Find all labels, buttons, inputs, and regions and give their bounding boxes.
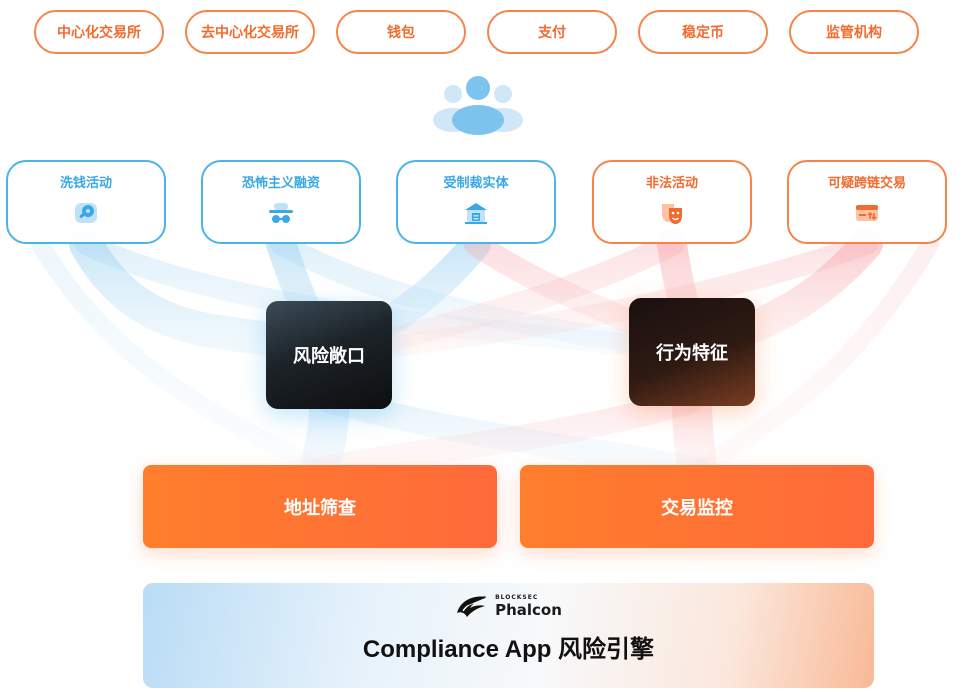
brand-sub-label: BLOCKSEC <box>495 593 539 601</box>
address-screening-bar[interactable]: 地址筛查 <box>143 465 497 548</box>
behavior-features-box[interactable]: 行为特征 <box>629 298 755 406</box>
user-group-icon <box>433 76 523 135</box>
risk-card-sanctioned-entity[interactable]: 受制裁实体 <box>396 160 556 244</box>
spy-icon <box>269 203 293 223</box>
risk-card-label: 可疑跨链交易 <box>827 176 906 191</box>
risk-exposure-box[interactable]: 风险敞口 <box>266 301 392 409</box>
risk-card-label: 恐怖主义融资 <box>241 176 320 191</box>
risk-engine-panel: BLOCKSEC Phalcon Compliance App 风险引擎 <box>143 583 874 688</box>
entity-pill-stablecoin[interactable]: 稳定币 <box>638 10 768 54</box>
engine-title: Compliance App 风险引擎 <box>362 636 655 663</box>
key-icon <box>75 203 97 223</box>
entity-pill-cex[interactable]: 中心化交易所 <box>34 10 164 54</box>
phalcon-logo-icon <box>457 596 488 617</box>
brand-name-label: Phalcon <box>495 600 562 619</box>
risk-exposure-label: 风险敞口 <box>293 346 365 367</box>
entity-pill-wallet[interactable]: 钱包 <box>336 10 466 54</box>
entity-pill-label: 稳定币 <box>682 25 724 41</box>
risk-card-money-laundering[interactable]: 洗钱活动 <box>6 160 166 244</box>
risk-card-label: 洗钱活动 <box>59 176 112 191</box>
transaction-monitoring-label: 交易监控 <box>661 497 733 519</box>
phalcon-brand: BLOCKSEC Phalcon <box>455 593 562 619</box>
building-icon <box>465 203 487 224</box>
entity-pill-dex[interactable]: 去中心化交易所 <box>185 10 315 54</box>
risk-card-terror-financing[interactable]: 恐怖主义融资 <box>201 160 361 244</box>
entity-pill-label: 中心化交易所 <box>57 25 141 41</box>
entity-pill-payment[interactable]: 支付 <box>487 10 617 54</box>
entity-pill-label: 支付 <box>538 25 566 41</box>
risk-card-label: 非法活动 <box>645 176 698 191</box>
cross-chain-icon <box>856 205 878 221</box>
theater-mask-icon <box>662 204 682 224</box>
behavior-features-label: 行为特征 <box>656 343 728 364</box>
risk-card-suspicious-cross-chain[interactable]: 可疑跨链交易 <box>787 160 947 244</box>
entity-pill-regulator[interactable]: 监管机构 <box>789 10 919 54</box>
risk-card-illicit-activity[interactable]: 非法活动 <box>592 160 752 244</box>
address-screening-label: 地址筛查 <box>284 497 356 519</box>
transaction-monitoring-bar[interactable]: 交易监控 <box>520 465 874 548</box>
entity-pill-label: 监管机构 <box>826 25 882 41</box>
entity-pill-label: 钱包 <box>387 25 415 41</box>
entity-pill-label: 去中心化交易所 <box>201 25 299 41</box>
risk-card-label: 受制裁实体 <box>443 176 509 191</box>
